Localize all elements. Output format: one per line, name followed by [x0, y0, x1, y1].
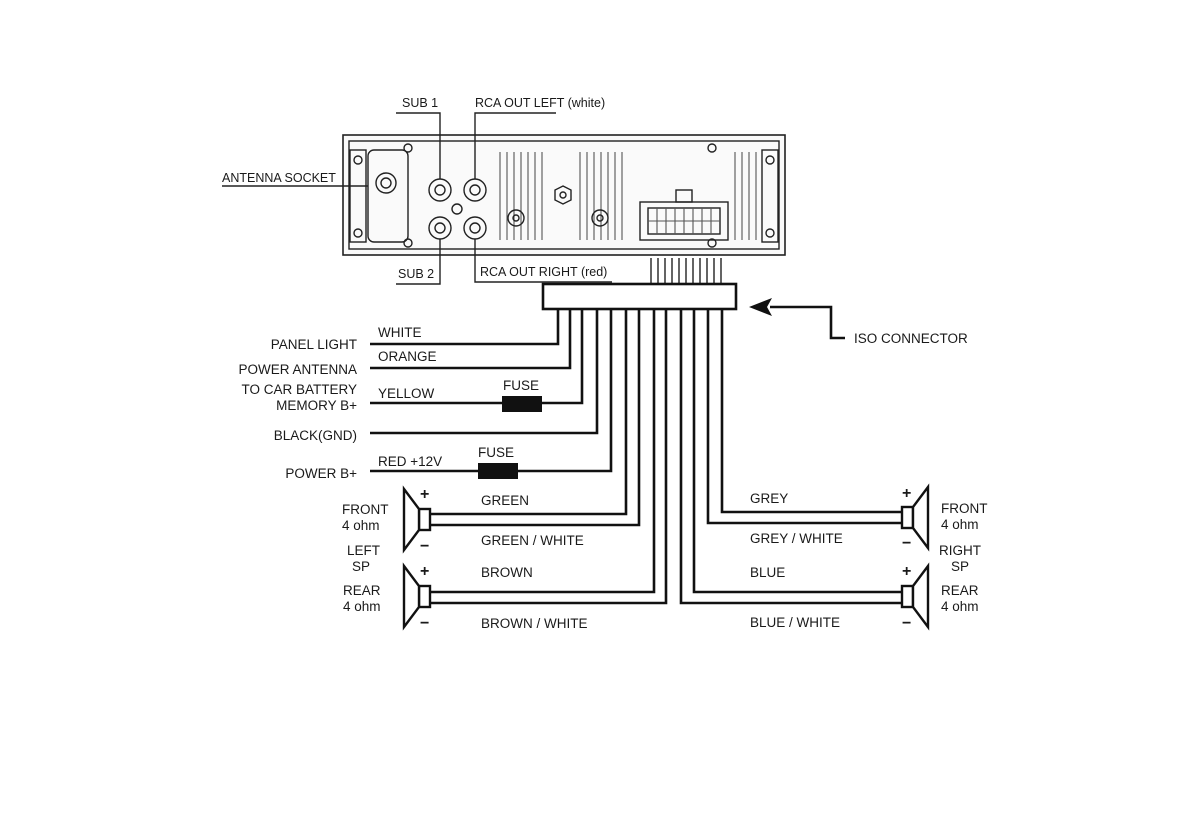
speaker-rear-left: [402, 562, 432, 631]
fr-label-line1: FRONT: [941, 501, 988, 516]
rca-left-label: RCA OUT LEFT (white): [475, 96, 605, 110]
iso-connector-arrow: [749, 298, 845, 340]
rl-neg-color: BROWN / WHITE: [481, 616, 588, 631]
rr-label-line2: 4 ohm: [941, 599, 979, 614]
rr-minus: −: [902, 615, 911, 632]
rl-plus: +: [420, 563, 429, 580]
speaker-rear-right: [900, 562, 930, 631]
left-sp-line2: SP: [352, 559, 370, 574]
left-sp-line1: LEFT: [347, 543, 380, 558]
fl-pos-color: GREEN: [481, 493, 529, 508]
memory-color: YELLOW: [378, 386, 435, 401]
wire-rear-right: [679, 309, 902, 605]
ground-label: BLACK(GND): [274, 428, 357, 443]
fr-plus: +: [902, 485, 911, 502]
fr-neg-color: GREY / WHITE: [750, 531, 843, 546]
antenna-socket: [367, 149, 409, 243]
right-sp-line2: SP: [951, 559, 969, 574]
wire-power: [370, 309, 613, 479]
sub2-label: SUB 2: [398, 267, 434, 281]
iso-socket: [639, 189, 729, 241]
rl-label-line1: REAR: [343, 583, 381, 598]
rl-minus: −: [420, 615, 429, 632]
rr-neg-color: BLUE / WHITE: [750, 615, 840, 630]
wire-power-antenna: [370, 309, 572, 370]
fuse-power: [478, 463, 518, 479]
fl-plus: +: [420, 486, 429, 503]
power-antenna-label: POWER ANTENNA: [238, 362, 357, 377]
fuse-memory: [502, 396, 542, 412]
unit-callouts: [222, 112, 612, 285]
rr-pos-color: BLUE: [750, 565, 785, 580]
panel-light-label: PANEL LIGHT: [271, 337, 357, 352]
harness-pins: [650, 258, 722, 284]
iso-connector-label: ISO CONNECTOR: [854, 331, 968, 346]
rca-right-label: RCA OUT RIGHT (red): [480, 265, 607, 279]
wire-panel-light: [370, 309, 560, 346]
fuse-power-label: FUSE: [478, 445, 514, 460]
wire-memory: [370, 309, 584, 412]
rl-pos-color: BROWN: [481, 565, 533, 580]
sub1-label: SUB 1: [402, 96, 438, 110]
wire-rear-left: [430, 309, 668, 605]
head-unit-rear-panel: [342, 134, 786, 256]
rr-label-line1: REAR: [941, 583, 979, 598]
speaker-front-right: [900, 483, 930, 552]
fr-label-line2: 4 ohm: [941, 517, 979, 532]
memory-label-line2: MEMORY B+: [276, 398, 357, 413]
fl-minus: −: [420, 538, 429, 555]
fr-pos-color: GREY: [750, 491, 788, 506]
panel-light-color: WHITE: [378, 325, 422, 340]
rr-plus: +: [902, 563, 911, 580]
wire-front-right: [706, 309, 902, 525]
fr-minus: −: [902, 535, 911, 552]
wire-ground: [370, 309, 599, 435]
fuse-memory-label: FUSE: [503, 378, 539, 393]
fl-label-line1: FRONT: [342, 502, 389, 517]
iso-connector: [541, 282, 738, 311]
rl-label-line2: 4 ohm: [343, 599, 381, 614]
power-color: RED +12V: [378, 454, 442, 469]
wire-front-left: [430, 309, 641, 527]
antenna-socket-label: ANTENNA SOCKET: [222, 171, 336, 185]
speaker-front-left: [402, 485, 432, 554]
fl-label-line2: 4 ohm: [342, 518, 380, 533]
right-sp-line1: RIGHT: [939, 543, 981, 558]
memory-label-line1: TO CAR BATTERY: [241, 382, 357, 397]
fl-neg-color: GREEN / WHITE: [481, 533, 584, 548]
power-label: POWER B+: [285, 466, 357, 481]
power-antenna-color: ORANGE: [378, 349, 437, 364]
